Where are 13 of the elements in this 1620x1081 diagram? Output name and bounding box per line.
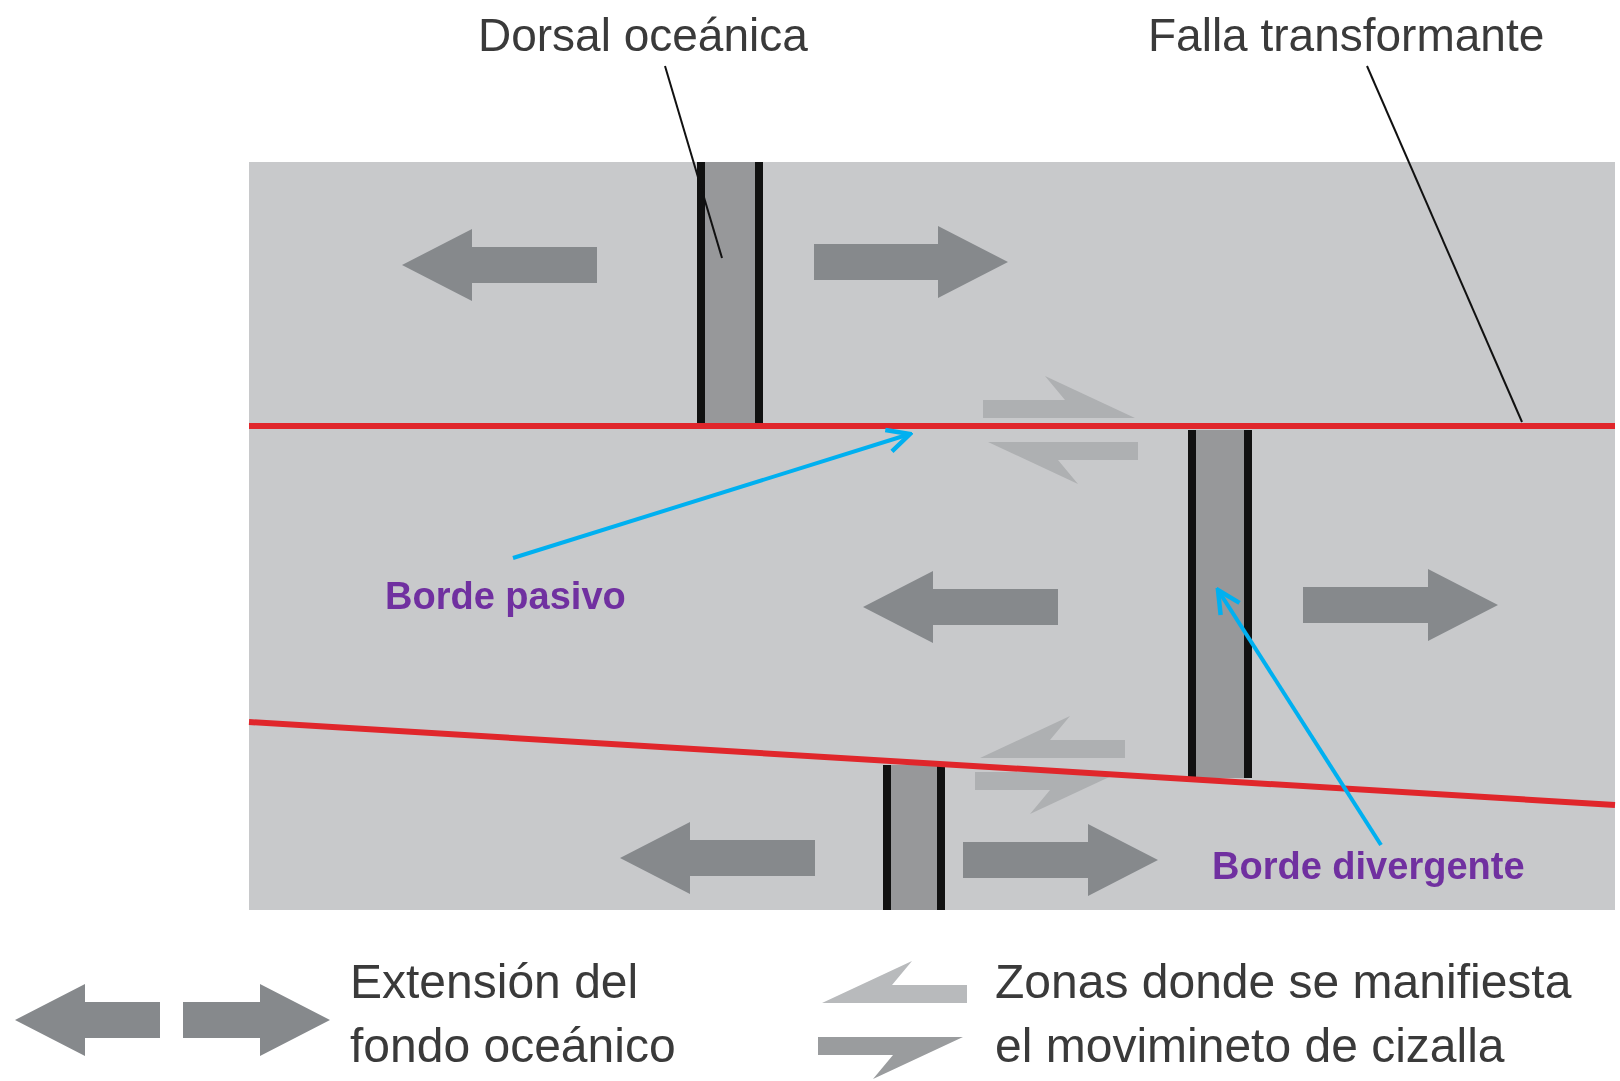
leader-line [664,65,723,259]
arrow [1215,587,1383,847]
legend-text: Zonas donde se manifiesta el movimineto de cizalla [995,954,1573,1074]
boundary-label: Borde divergente [1212,845,1525,888]
ridge-label: Dorsal oceánica [478,8,808,62]
ridge-bar [697,162,763,424]
arrow [512,427,913,560]
legend-text: Extensión del fondo oceánico [350,954,677,1074]
fault-label: Falla transformante [1148,8,1545,62]
boundary-label: Borde pasivo [385,575,626,618]
leader-line [1366,65,1523,423]
ridge-bar [1188,430,1252,778]
fault-line [249,423,1615,429]
